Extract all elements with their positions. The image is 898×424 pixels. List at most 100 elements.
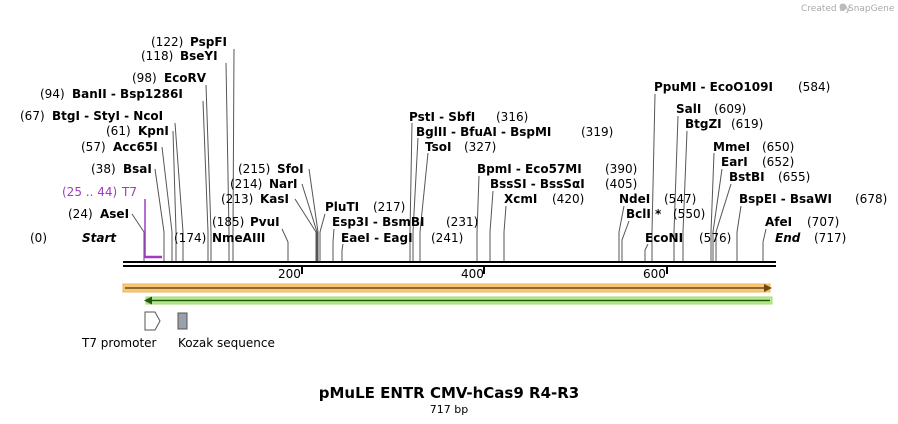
site-line	[294, 198, 317, 262]
site-line	[319, 213, 326, 262]
site-name[interactable]: TsoI	[425, 140, 451, 154]
site-name[interactable]: Acc65I	[113, 140, 158, 154]
site-name[interactable]: PvuI	[250, 215, 280, 229]
site-position: (650)	[762, 140, 794, 154]
site-line	[762, 228, 767, 262]
arrow-left-icon	[144, 296, 152, 305]
site-position: (619)	[731, 117, 763, 131]
site-name[interactable]: BssSI - BssSαI	[490, 177, 585, 191]
site-name[interactable]: BstBI	[729, 170, 765, 184]
site-name[interactable]: BtgZI	[685, 117, 722, 131]
site-position: (185)	[212, 215, 244, 229]
site-position: (576)	[699, 231, 731, 245]
legend-item-kozak-sequence[interactable]: Kozak sequence	[177, 312, 275, 350]
site-line	[489, 190, 494, 262]
site-line	[715, 183, 732, 262]
site-line	[712, 168, 723, 262]
site-position: (61)	[106, 124, 131, 138]
site-name[interactable]: EarI	[721, 155, 748, 169]
site-connectors	[131, 48, 767, 262]
site-position: (707)	[807, 215, 839, 229]
site-position: (390)	[605, 162, 637, 176]
site-line	[476, 175, 480, 262]
site-line	[736, 205, 742, 262]
site-position: (118)	[141, 49, 173, 63]
site-name[interactable]: BseYI	[180, 49, 218, 63]
site-name[interactable]: SfoI	[277, 162, 304, 176]
site-position: (174)	[174, 231, 206, 245]
snapgene-logo-icon	[839, 3, 847, 11]
credit-text: Created by	[801, 4, 851, 14]
site-line	[644, 243, 649, 262]
site-name[interactable]: AfeI	[765, 215, 792, 229]
feature-green-arrow[interactable]	[144, 296, 773, 305]
site-name[interactable]: BspEI - BsaWI	[739, 192, 832, 206]
site-line	[232, 48, 235, 262]
site-position: (420)	[552, 192, 584, 206]
site-name[interactable]: NarI	[269, 177, 298, 191]
start-label: Start	[82, 231, 117, 245]
site-name[interactable]: KasI	[260, 192, 289, 206]
site-name[interactable]: KpnI	[138, 124, 169, 138]
site-line	[651, 93, 656, 262]
site-name[interactable]: Esp3I - BsmBI	[332, 215, 424, 229]
legend-item-t7-promoter[interactable]: T7 promoter	[81, 311, 161, 350]
site-position: (405)	[605, 177, 637, 191]
tick-label: 400	[461, 267, 484, 281]
site-line	[154, 168, 165, 262]
site-name[interactable]: BclI *	[626, 207, 662, 221]
site-name[interactable]: PstI - SbfI	[409, 110, 475, 124]
site-name[interactable]: BsaI	[123, 162, 152, 176]
primer-t7[interactable]	[144, 199, 162, 259]
site-position: (327)	[464, 140, 496, 154]
site-name[interactable]: XcmI	[504, 192, 537, 206]
end-position: (717)	[814, 231, 846, 245]
site-name[interactable]: EcoRV	[164, 71, 207, 85]
site-position: (38)	[91, 162, 116, 176]
site-line	[225, 62, 230, 262]
site-name[interactable]: NdeI	[619, 192, 650, 206]
site-name[interactable]: MmeI	[713, 140, 750, 154]
site-name[interactable]: BtgI - StyI - NcoI	[52, 109, 163, 123]
site-position: (609)	[714, 102, 746, 116]
start-position: (0)	[30, 231, 47, 245]
feature-legend: T7 promoter Kozak sequence	[81, 311, 275, 350]
site-position: (584)	[798, 80, 830, 94]
site-position: (122)	[151, 35, 183, 49]
site-position: (24)	[68, 207, 93, 221]
site-name[interactable]: PpuMI - EcoO109I	[654, 80, 773, 94]
site-line	[202, 100, 209, 262]
site-position: (547)	[664, 192, 696, 206]
site-line	[710, 152, 715, 262]
site-line	[332, 228, 335, 262]
site-position: (214)	[230, 177, 262, 191]
box-icon	[177, 312, 188, 330]
site-name[interactable]: BanII - Bsp1286I	[72, 87, 183, 101]
site-line	[503, 205, 507, 262]
site-position: (57)	[81, 140, 106, 154]
legend-label: Kozak sequence	[178, 336, 275, 350]
snapgene-credit: Created by SnapGene	[801, 3, 895, 14]
site-name[interactable]: SalI	[676, 102, 701, 116]
site-position: (550)	[673, 207, 705, 221]
site-name[interactable]: EcoNI	[645, 231, 683, 245]
site-name[interactable]: EaeI - EagI	[341, 231, 413, 245]
site-name[interactable]: BglII - BfuAI - BspMI	[416, 125, 551, 139]
feature-orange-arrow[interactable]	[122, 283, 772, 293]
site-name[interactable]: PluTI	[325, 200, 359, 214]
site-line	[281, 228, 289, 262]
site-position: (678)	[855, 192, 887, 206]
site-name[interactable]: BpmI - Eco57MI	[477, 162, 582, 176]
credit-brand: SnapGene	[848, 4, 895, 14]
site-position: (655)	[778, 170, 810, 184]
site-name[interactable]: PspFI	[190, 35, 227, 49]
site-position: (231)	[446, 215, 478, 229]
site-line	[673, 115, 679, 262]
site-name[interactable]: NmeAIII	[212, 231, 265, 245]
primer-label[interactable]: T7	[121, 185, 137, 199]
site-line	[161, 146, 173, 262]
site-position: (652)	[762, 155, 794, 169]
site-position: (215)	[238, 162, 270, 176]
site-name[interactable]: AseI	[100, 207, 129, 221]
